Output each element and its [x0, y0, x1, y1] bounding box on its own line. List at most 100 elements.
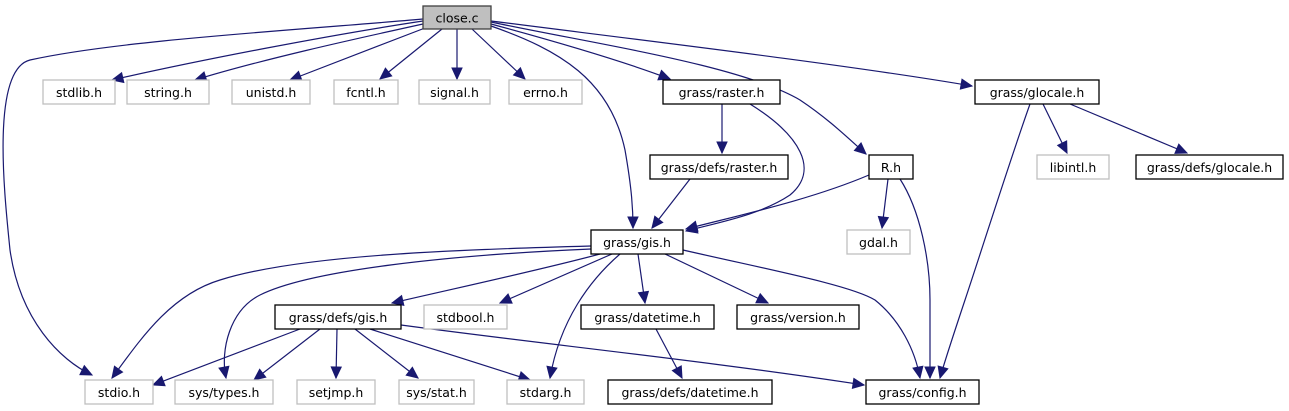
node-stdarg-h[interactable]: stdarg.h: [506, 379, 585, 405]
node-unistd-h[interactable]: unistd.h: [231, 79, 311, 105]
node-stdio-h[interactable]: stdio.h: [84, 379, 154, 405]
arrowhead-icon: [405, 366, 419, 379]
node-box: [590, 229, 684, 255]
node-setjmp-h[interactable]: setjmp.h: [296, 379, 376, 405]
node-box: [42, 79, 116, 105]
edge-close_c-to-stdlib_h: [110, 20, 424, 84]
node-grass-glocale-h[interactable]: grass/glocale.h: [974, 79, 1100, 105]
edge-line: [471, 28, 526, 80]
node-grass-defs-glocale-h[interactable]: grass/defs/glocale.h: [1135, 154, 1284, 180]
node-grass-datetime-h[interactable]: grass/datetime.h: [580, 304, 715, 330]
node-label: stdarg.h: [520, 385, 572, 400]
arrowhead-icon: [79, 364, 94, 376]
edge-grass_gis_h-to-sys_types_h: [218, 248, 592, 380]
node-fcntl-h[interactable]: fcntl.h: [333, 79, 399, 105]
node-box: [333, 79, 399, 105]
arrowhead-icon: [924, 366, 936, 380]
edge-close_c-to-unistd_h: [288, 27, 426, 82]
node-label: close.c: [435, 11, 478, 26]
node-signal-h[interactable]: signal.h: [418, 79, 491, 105]
edge-line: [194, 23, 424, 81]
node-errno-h[interactable]: errno.h: [508, 79, 583, 105]
node-grass-gis-h[interactable]: grass/gis.h: [590, 229, 684, 255]
arrowhead-icon: [253, 368, 267, 381]
arrowhead-icon: [512, 66, 526, 80]
edge-line: [549, 253, 621, 379]
edge-grass_defs_raster_h-to-grass_gis_h: [651, 178, 691, 229]
node-label: grass/glocale.h: [990, 85, 1085, 100]
edge-line: [111, 245, 592, 379]
edge-line: [490, 23, 671, 80]
arrowhead-icon: [498, 293, 513, 304]
node-label: grass/defs/glocale.h: [1147, 160, 1272, 175]
node-label: stdbool.h: [437, 310, 495, 325]
node-label: grass/defs/raster.h: [661, 160, 778, 175]
node-grass-defs-datetime-h[interactable]: grass/defs/datetime.h: [607, 379, 773, 405]
edge-close_c-to-fcntl_h: [379, 28, 443, 80]
node-label: grass/defs/datetime.h: [621, 385, 758, 400]
node-label: string.h: [144, 85, 192, 100]
node-box: [865, 379, 980, 405]
arrowhead-icon: [684, 220, 699, 232]
node-close-c[interactable]: close.c: [422, 5, 492, 30]
node-string-h[interactable]: string.h: [126, 79, 210, 105]
edge-line: [1069, 103, 1188, 154]
node-stdlib-h[interactable]: stdlib.h: [42, 79, 116, 105]
node-box: [174, 379, 274, 405]
arrowhead-icon: [853, 142, 867, 155]
edge-grass_glocale_h-to-grass_defs_glocale_h: [1069, 103, 1189, 154]
edge-grass_defs_gis_h-to-sys_types_h: [253, 328, 321, 381]
arrowhead-icon: [959, 78, 974, 90]
node-sys-types-h[interactable]: sys/types.h: [174, 379, 274, 405]
node-label: grass/defs/gis.h: [289, 310, 388, 325]
arrowhead-icon: [390, 294, 405, 307]
node-label: libintl.h: [1050, 160, 1097, 175]
node-label: signal.h: [430, 85, 479, 100]
node-stdbool-h[interactable]: stdbool.h: [423, 304, 508, 330]
nodes-layer: close.c stdlib.h string.h unistd.h fcntl.h si…: [42, 5, 1284, 405]
arrowhead-icon: [111, 365, 124, 379]
edge-line: [223, 248, 592, 379]
node-grass-config-h[interactable]: grass/config.h: [865, 379, 980, 405]
node-label: R.h: [881, 160, 901, 175]
node-R-h[interactable]: R.h: [868, 154, 914, 180]
node-box: [846, 229, 911, 255]
edge-line: [490, 20, 973, 87]
arrowhead-icon: [546, 365, 558, 380]
edge-line: [253, 328, 321, 381]
edge-line: [111, 20, 424, 81]
arrowhead-icon: [671, 365, 683, 380]
node-box: [423, 304, 508, 330]
node-label: gdal.h: [859, 235, 898, 250]
node-grass-version-h[interactable]: grass/version.h: [736, 304, 860, 330]
node-box: [84, 379, 154, 405]
edge-grass_glocale_h-to-grass_config_h: [937, 103, 1031, 380]
node-label: sys/stat.h: [406, 385, 467, 400]
node-label: grass/raster.h: [679, 85, 765, 100]
node-label: grass/version.h: [750, 310, 846, 325]
edge-grass_gis_h-to-grass_datetime_h: [637, 253, 650, 305]
edge-grass_gis_h-to-grass_version_h: [664, 253, 770, 304]
edges-layer: [2, 18, 1189, 389]
edge-grass_defs_gis_h-to-stdarg_h: [369, 328, 532, 383]
edge-line: [664, 253, 769, 304]
node-sys-stat-h[interactable]: sys/stat.h: [398, 379, 475, 405]
node-box: [422, 5, 492, 30]
arrowhead-icon: [1056, 140, 1068, 155]
node-grass-raster-h[interactable]: grass/raster.h: [662, 79, 781, 105]
node-label: unistd.h: [246, 85, 297, 100]
arrowhead-icon: [151, 375, 166, 387]
edge-line: [685, 174, 870, 230]
node-grass-defs-raster-h[interactable]: grass/defs/raster.h: [649, 154, 789, 180]
edge-grass_datetime_h-to-grass_defs_datetime_h: [655, 328, 683, 380]
node-box: [274, 304, 402, 330]
node-grass-defs-gis-h[interactable]: grass/defs/gis.h: [274, 304, 402, 330]
node-gdal-h[interactable]: gdal.h: [846, 229, 911, 255]
node-box: [506, 379, 585, 405]
arrowhead-icon: [877, 215, 890, 230]
node-libintl-h[interactable]: libintl.h: [1036, 154, 1110, 180]
node-label: stdio.h: [98, 385, 140, 400]
edge-grass_gis_h-to-stdarg_h: [546, 253, 621, 380]
node-box: [296, 379, 376, 405]
